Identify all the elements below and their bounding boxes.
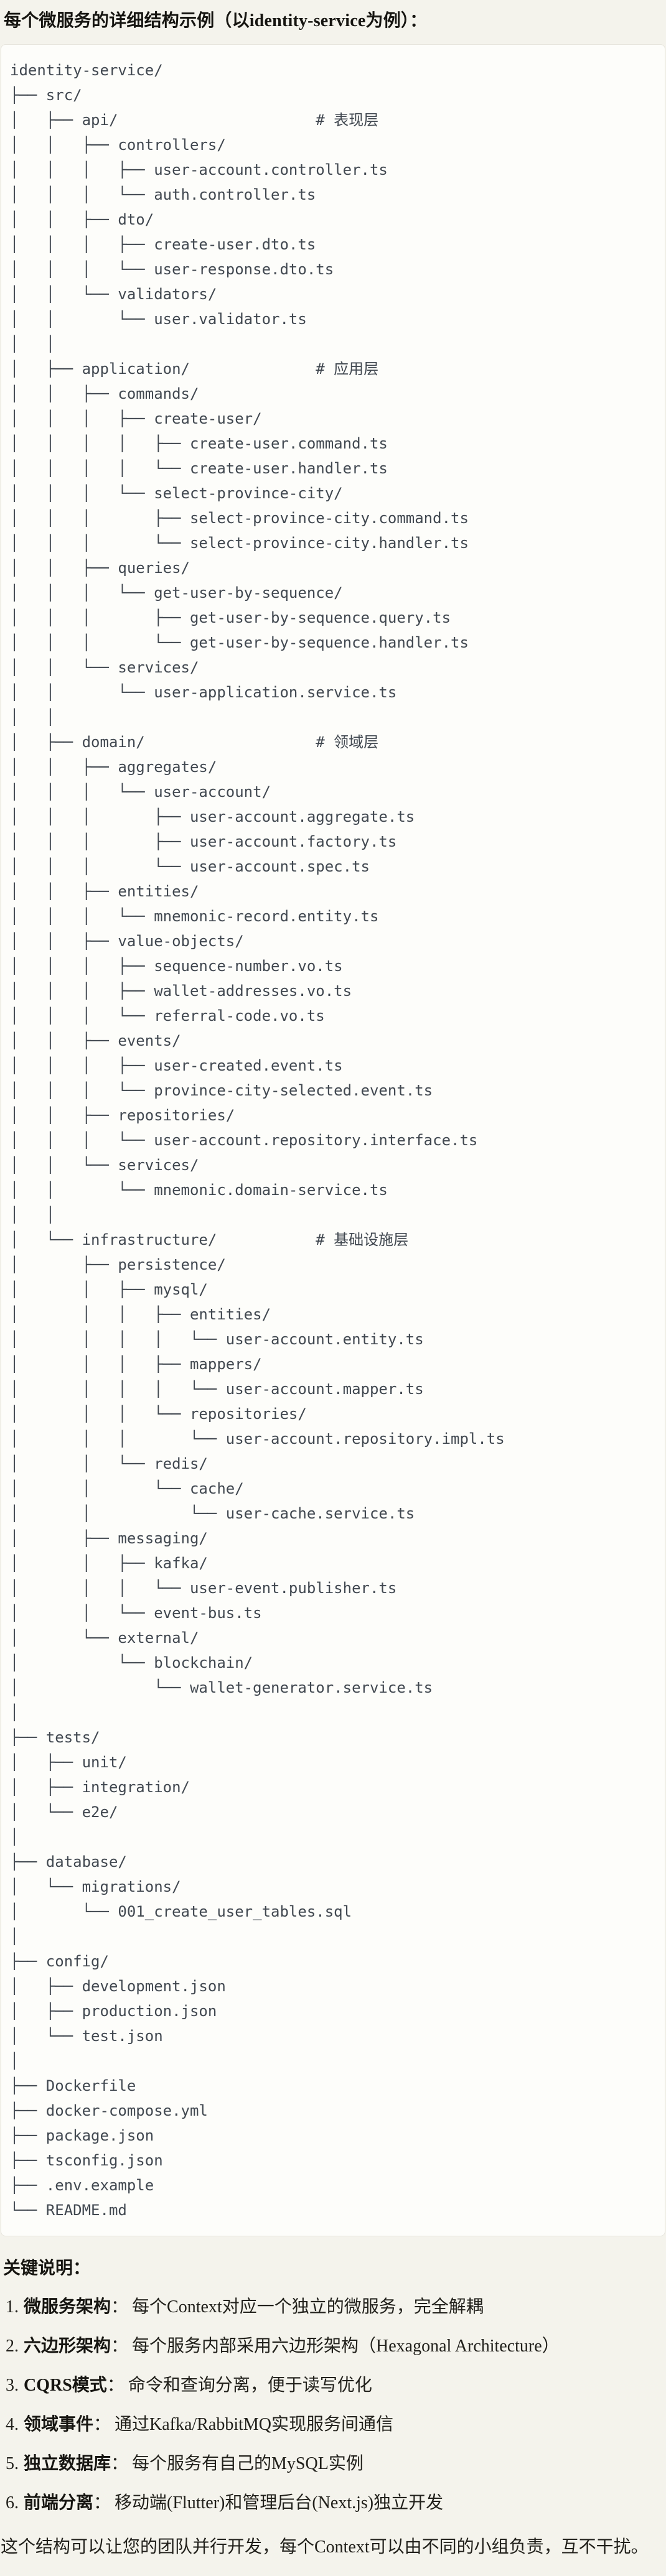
code-block: identity-service/ ├── src/ │ ├── api/ # … <box>1 44 665 2236</box>
note-number: 5. <box>6 2454 19 2473</box>
note-separator: ： <box>111 2454 129 2473</box>
note-item: 3. CQRS模式：命令和查询分离，便于读写优化 <box>6 2375 666 2396</box>
page-title: 每个微服务的详细结构示例（以identity-service为例）： <box>4 11 428 30</box>
note-number: 3. <box>6 2376 19 2395</box>
note-description: 通过Kafka/RabbitMQ实现服务间通信 <box>115 2415 393 2434</box>
note-term: 独立数据库 <box>24 2454 111 2473</box>
note-term: 前端分离 <box>24 2493 94 2513</box>
note-item: 4. 领域事件：通过Kafka/RabbitMQ实现服务间通信 <box>6 2414 666 2435</box>
note-item: 2. 六边形架构：每个服务内部采用六边形架构（Hexagonal Architec… <box>6 2336 666 2357</box>
note-description: 命令和查询分离，便于读写优化 <box>128 2376 372 2395</box>
file-tree: identity-service/ ├── src/ │ ├── api/ # … <box>10 62 505 2219</box>
note-term: CQRS模式 <box>24 2376 107 2395</box>
note-description: 移动端(Flutter)和管理后台(Next.js)独立开发 <box>115 2493 444 2513</box>
note-separator: ： <box>93 2493 111 2513</box>
note-number: 2. <box>6 2337 19 2356</box>
note-number: 6. <box>6 2493 19 2513</box>
note-description: 每个服务内部采用六边形架构（Hexagonal Architecture） <box>132 2337 560 2356</box>
note-separator: ： <box>111 2297 129 2317</box>
notes-heading: 关键说明： <box>3 2259 91 2278</box>
note-item: 1.微服务架构：每个Context对应一个独立的微服务，完全解耦 <box>6 2297 666 2318</box>
note-term: 微服务架构 <box>24 2297 111 2317</box>
note-number: 4. <box>6 2415 19 2434</box>
note-term: 六边形架构 <box>24 2337 111 2356</box>
note-separator: ： <box>106 2376 124 2395</box>
note-separator: ： <box>93 2415 111 2434</box>
note-term: 领域事件 <box>24 2415 94 2434</box>
note-description: 每个Context对应一个独立的微服务，完全解耦 <box>132 2297 484 2317</box>
notes-list: 1.微服务架构：每个Context对应一个独立的微服务，完全解耦 2.六边形架构… <box>0 2297 666 2514</box>
note-separator: ： <box>111 2337 129 2356</box>
note-number: 1. <box>6 2297 19 2317</box>
note-description: 每个服务有自己的MySQL实例 <box>132 2454 363 2473</box>
note-item: 6.前端分离：移动端(Flutter)和管理后台(Next.js)独立开发 <box>6 2493 666 2514</box>
footer-paragraph: 这个结构可以让您的团队并行开发，每个Context可以由不同的小组负责，互不干扰… <box>1 2537 649 2557</box>
note-item: 5. 独立数据库：每个服务有自己的MySQL实例 <box>6 2453 666 2475</box>
